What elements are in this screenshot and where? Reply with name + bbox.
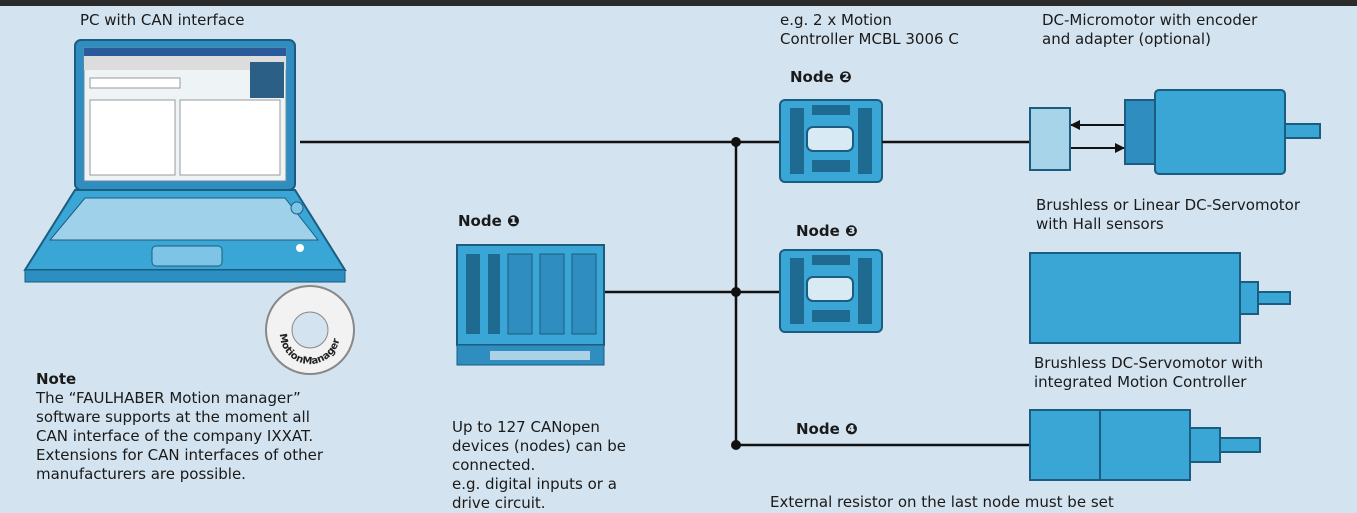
node1-rack-device — [456, 244, 605, 366]
brushless-linear-servomotor — [1029, 252, 1291, 344]
controllers-label: e.g. 2 x Motion Controller MCBL 3006 C — [780, 11, 959, 48]
pc-label: PC with CAN interface — [80, 11, 245, 29]
node3-motion-controller — [779, 249, 883, 333]
resistor-text: External resistor on the last node must … — [770, 493, 1114, 511]
canopen-text: Up to 127 CANopen devices (nodes) can be… — [452, 418, 627, 512]
cd-label: MotionManager — [262, 286, 358, 382]
node-4-label: Node ❹ — [796, 420, 858, 438]
can-bus-wiring — [300, 140, 1030, 447]
dc-micromotor-with-encoder — [1029, 89, 1321, 175]
integrated-servomotor — [1029, 409, 1261, 481]
encoder-wiring — [882, 120, 1125, 153]
node2-motion-controller — [779, 99, 883, 183]
node-2-label: Node ❷ — [790, 68, 852, 86]
brushless-linear-label: Brushless or Linear DC-Servomotor with H… — [1036, 196, 1301, 233]
bus-junctions — [731, 137, 741, 450]
brushless-integrated-label: Brushless DC-Servomotor with integrated … — [1034, 354, 1264, 391]
cd-label-text: MotionManager — [277, 333, 343, 368]
node-1-label: Node ❶ — [458, 212, 520, 230]
note-title: Note — [36, 370, 77, 388]
cd-label-art: MotionManager — [277, 333, 343, 368]
cd-icon — [265, 285, 355, 375]
top-border — [0, 0, 1357, 6]
laptop-pc-icon — [23, 39, 347, 283]
micromotor-label: DC-Micromotor with encoder and adapter (… — [1042, 11, 1258, 48]
svg-text:MotionManager: MotionManager — [277, 333, 343, 368]
node-3-label: Node ❸ — [796, 222, 858, 240]
note-body: The “FAULHABER Motion manager” software … — [36, 389, 324, 483]
note-block: Note The “FAULHABER Motion manager” soft… — [36, 370, 323, 484]
